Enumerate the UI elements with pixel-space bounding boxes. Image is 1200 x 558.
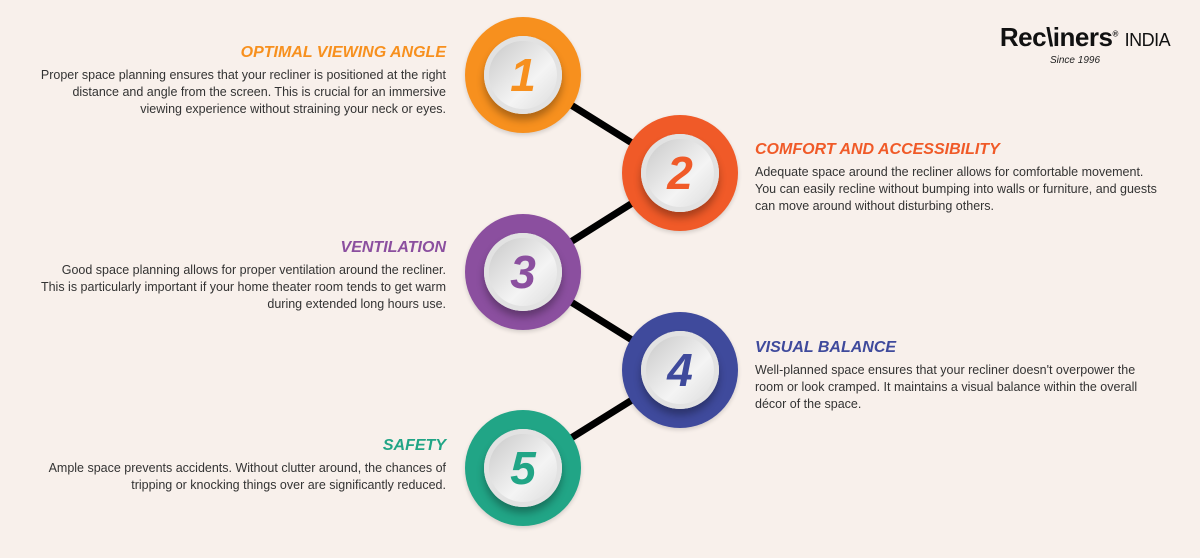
step-title: OPTIMAL VIEWING ANGLE xyxy=(240,44,446,61)
step-number: 2 xyxy=(641,134,719,212)
logo-country: INDIA xyxy=(1124,30,1171,50)
step-4-block: VISUAL BALANCE Well-planned space ensure… xyxy=(755,339,1165,413)
step-text: Good space planning allows for proper ve… xyxy=(40,263,446,311)
step-title: SAFETY xyxy=(382,437,446,454)
step-title: COMFORT AND ACCESSIBILITY xyxy=(755,141,1000,158)
step-4-circle: 4 xyxy=(622,312,738,428)
step-text: Adequate space around the recliner allow… xyxy=(755,165,1157,213)
step-2-circle: 2 xyxy=(622,115,738,231)
step-3-block: VENTILATION Good space planning allows f… xyxy=(36,239,446,313)
step-1-block: OPTIMAL VIEWING ANGLE Proper space plann… xyxy=(36,44,446,118)
step-title: VENTILATION xyxy=(340,239,446,256)
logo-tagline: Since 1996 xyxy=(1049,55,1101,66)
step-2-block: COMFORT AND ACCESSIBILITY Adequate space… xyxy=(755,141,1165,215)
logo-brand: Rec\iners xyxy=(999,22,1113,52)
step-number: 5 xyxy=(484,429,562,507)
recliners-india-logo: Rec\iners® INDIA Since 1996 xyxy=(990,22,1180,66)
step-text: Proper space planning ensures that your … xyxy=(40,68,446,116)
step-number: 1 xyxy=(484,36,562,114)
step-3-circle: 3 xyxy=(465,214,581,330)
step-1-circle: 1 xyxy=(465,17,581,133)
step-text: Ample space prevents accidents. Without … xyxy=(48,461,446,492)
step-text: Well-planned space ensures that your rec… xyxy=(755,363,1138,411)
step-title: VISUAL BALANCE xyxy=(755,339,897,356)
step-5-block: SAFETY Ample space prevents accidents. W… xyxy=(36,437,446,494)
step-number: 4 xyxy=(641,331,719,409)
step-5-circle: 5 xyxy=(465,410,581,526)
step-number: 3 xyxy=(484,233,562,311)
